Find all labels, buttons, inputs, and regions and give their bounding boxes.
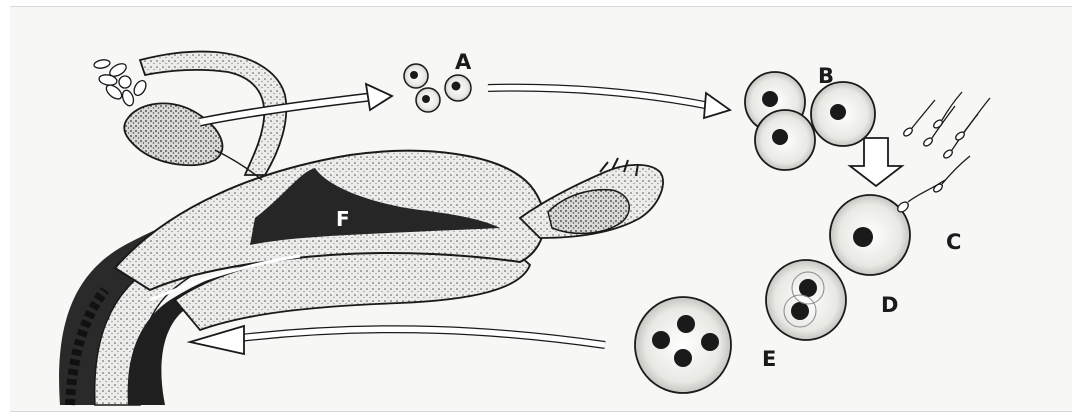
arrow-e-to-uterus: [190, 326, 605, 354]
arrow-b-to-c: [850, 138, 902, 186]
arrow-a-to-b: [488, 88, 730, 118]
label-b: B: [818, 66, 834, 87]
fimbriae: [93, 59, 148, 108]
stage-d-two-cell: [766, 260, 846, 340]
uterus-anatomy: [59, 52, 663, 405]
ovary: [124, 103, 222, 165]
label-d: D: [881, 295, 898, 316]
stage-c-zygote: [830, 180, 945, 275]
label-c: C: [946, 232, 961, 253]
label-f: F: [336, 209, 350, 229]
label-e: E: [762, 349, 776, 370]
stage-e-four-cell: [635, 297, 731, 393]
sperm-cluster: [902, 92, 990, 194]
stage-b-eggs: [745, 72, 875, 170]
arrow-ovary-to-a: [200, 84, 392, 122]
label-a: A: [455, 52, 471, 73]
